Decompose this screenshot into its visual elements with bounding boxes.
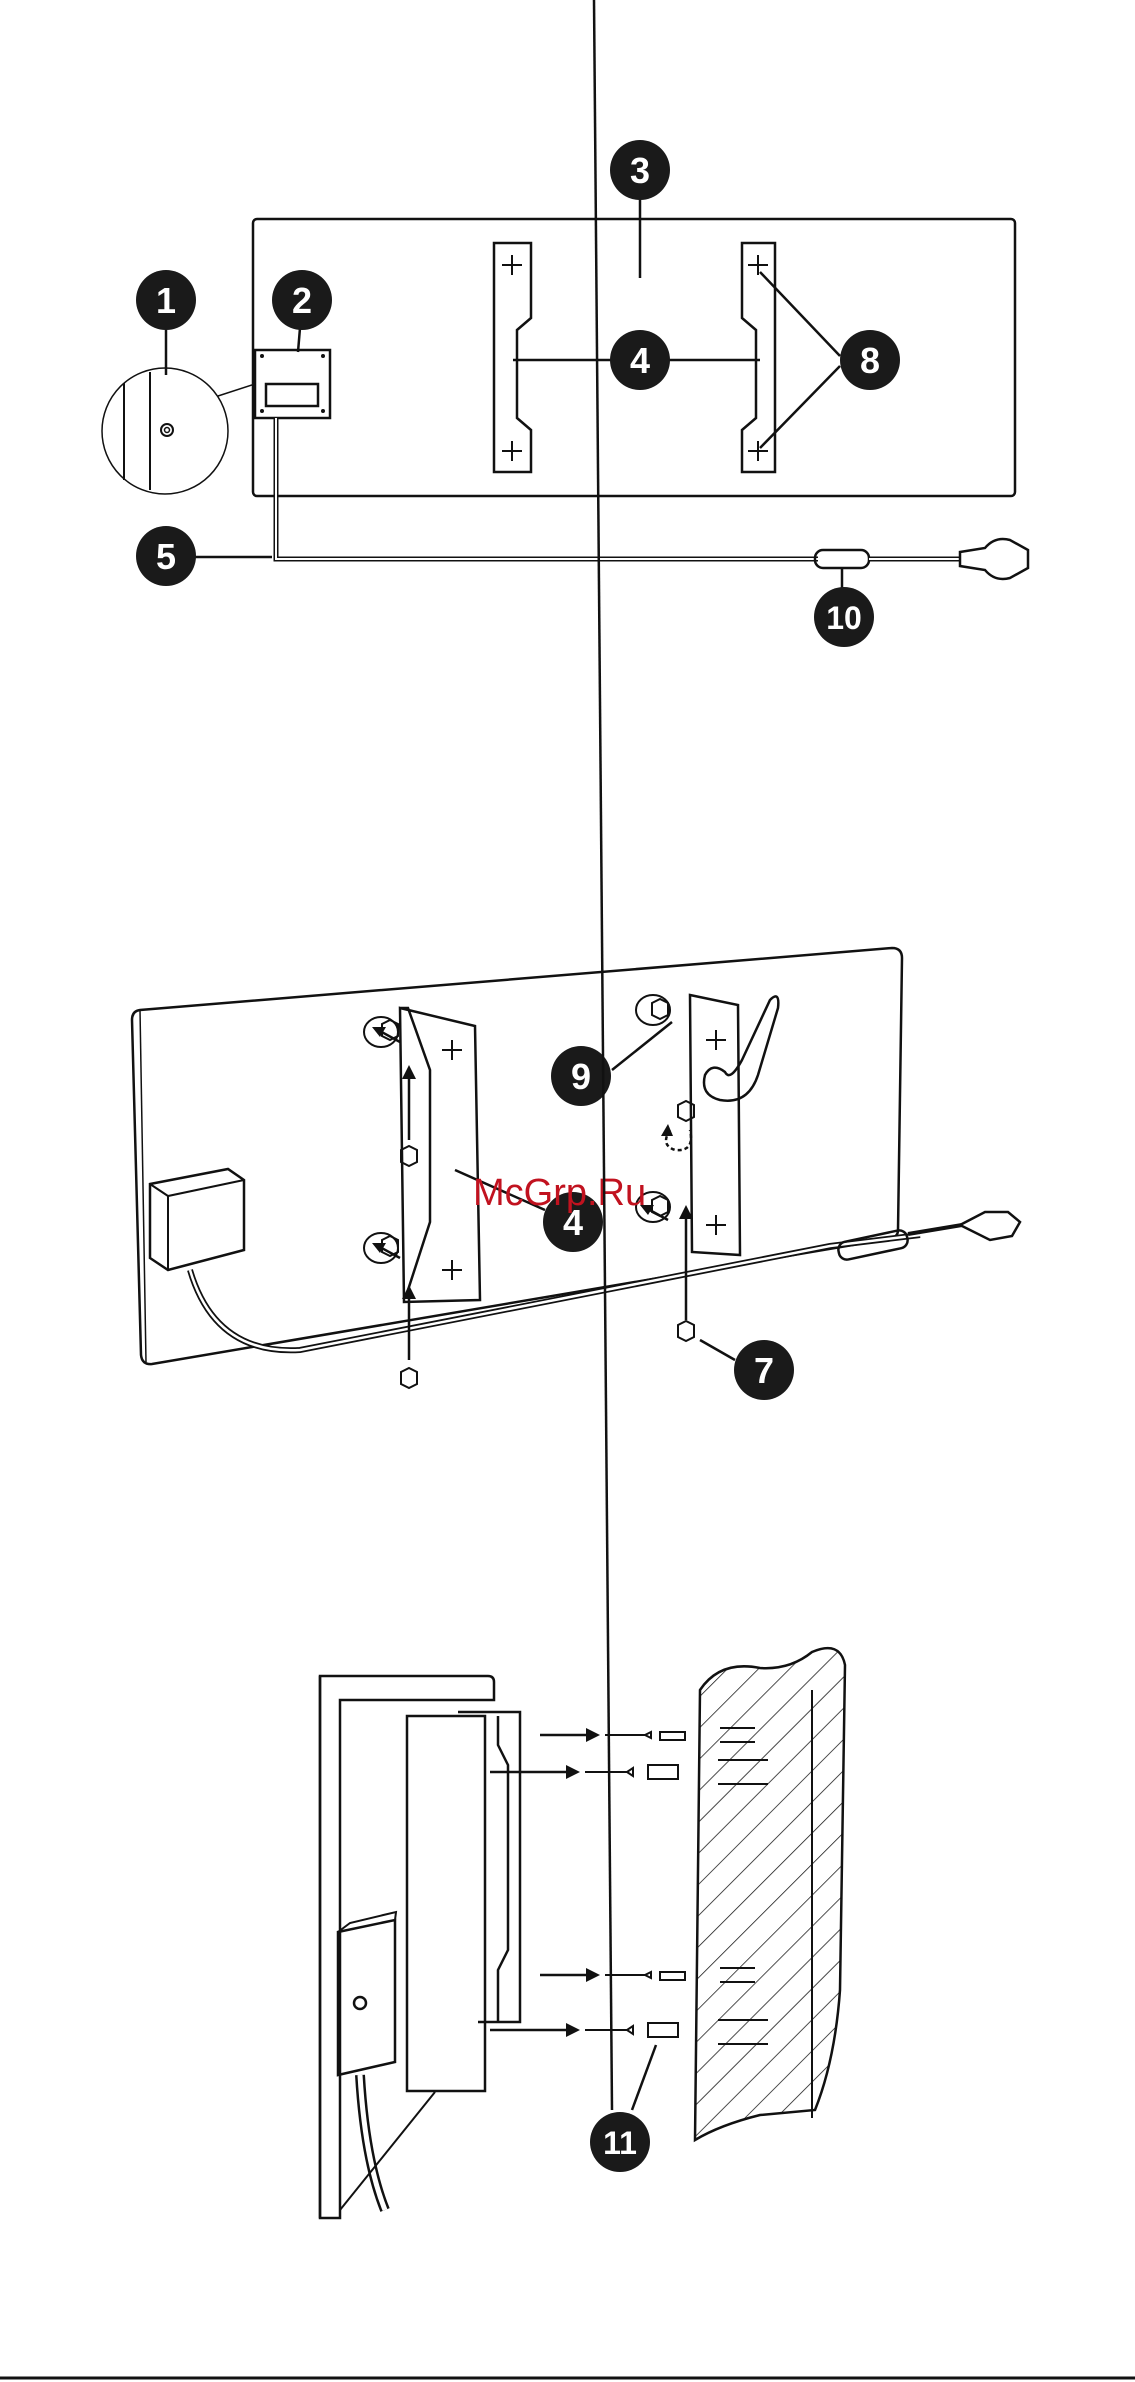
leader-lines [166, 190, 842, 590]
svg-text:3: 3 [630, 150, 650, 191]
figure-bracket-mounting [132, 948, 1020, 1388]
svg-text:4: 4 [630, 340, 650, 381]
fixing-arrows [490, 1735, 590, 2030]
left-mounting-bracket [494, 243, 531, 472]
plug-perspective [960, 1212, 1020, 1240]
callout-5: 5 [136, 526, 196, 586]
terminal-window [266, 384, 318, 406]
callout-4: 4 [610, 330, 670, 390]
power-cord-perspective [190, 1235, 920, 1350]
screws-and-dowels [585, 1732, 685, 2037]
svg-text:9: 9 [571, 1056, 591, 1097]
bracket-side [407, 1716, 485, 2091]
watermark: McGrp.Ru [473, 1172, 646, 1214]
callout-2: 2 [272, 270, 332, 330]
figure-wall-fixing [320, 0, 845, 2218]
svg-text:5: 5 [156, 536, 176, 577]
svg-text:8: 8 [860, 340, 880, 381]
callout-10: 10 [814, 587, 874, 647]
arrow-heads [372, 1027, 693, 1299]
power-cord [276, 418, 818, 559]
callout-1: 1 [136, 270, 196, 330]
cord-switch [815, 550, 869, 568]
callout-7: 7 [734, 1340, 794, 1400]
svg-text:11: 11 [603, 2125, 637, 2161]
callout-8: 8 [840, 330, 900, 390]
terminal-box-side [338, 1920, 395, 2075]
bracket-left-perspective [400, 1008, 480, 1302]
panel-perspective [132, 948, 902, 1364]
callout-11: 11 [590, 2112, 650, 2172]
power-plug [960, 539, 1028, 579]
terminal-box-perspective [150, 1169, 244, 1270]
figure-panel-back [102, 190, 1028, 590]
wall-section [695, 1648, 845, 2140]
svg-text:1: 1 [156, 280, 176, 321]
svg-text:2: 2 [292, 280, 312, 321]
svg-text:7: 7 [754, 1350, 774, 1391]
callout-3: 3 [610, 140, 670, 200]
svg-text:10: 10 [826, 600, 862, 636]
